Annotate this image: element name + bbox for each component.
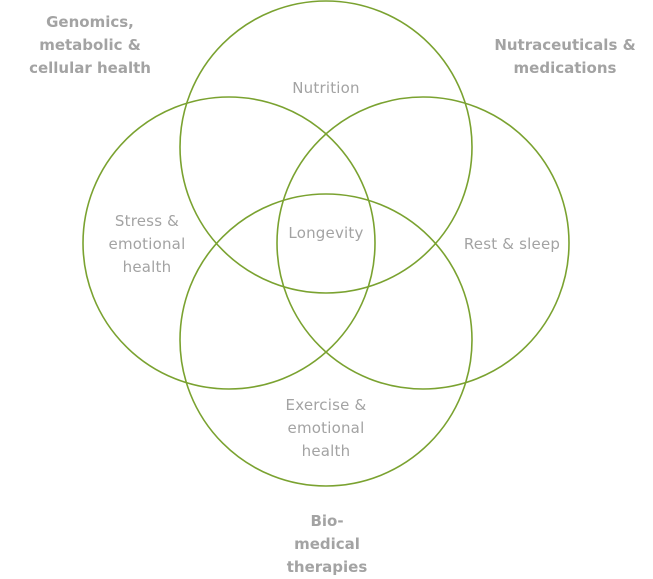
longevity-label: Longevity (288, 224, 364, 242)
corner-nutraceuticals-label: Nutraceuticals & medications (494, 36, 636, 77)
corner-genomics-label: Genomics, metabolic & cellular health (29, 13, 151, 77)
exercise-circle (179, 193, 473, 487)
nutrition-circle (179, 0, 473, 294)
rest-label: Rest & sleep (463, 235, 561, 253)
stress-label: Stress & emotional health (108, 212, 186, 276)
exercise-label: Exercise & emotional health (285, 396, 367, 460)
stress-circle (82, 96, 376, 390)
rest-circle (276, 96, 570, 390)
corner-biomedical-label: Bio- medical therapies (286, 512, 368, 576)
nutrition-label: Nutrition (292, 79, 360, 97)
